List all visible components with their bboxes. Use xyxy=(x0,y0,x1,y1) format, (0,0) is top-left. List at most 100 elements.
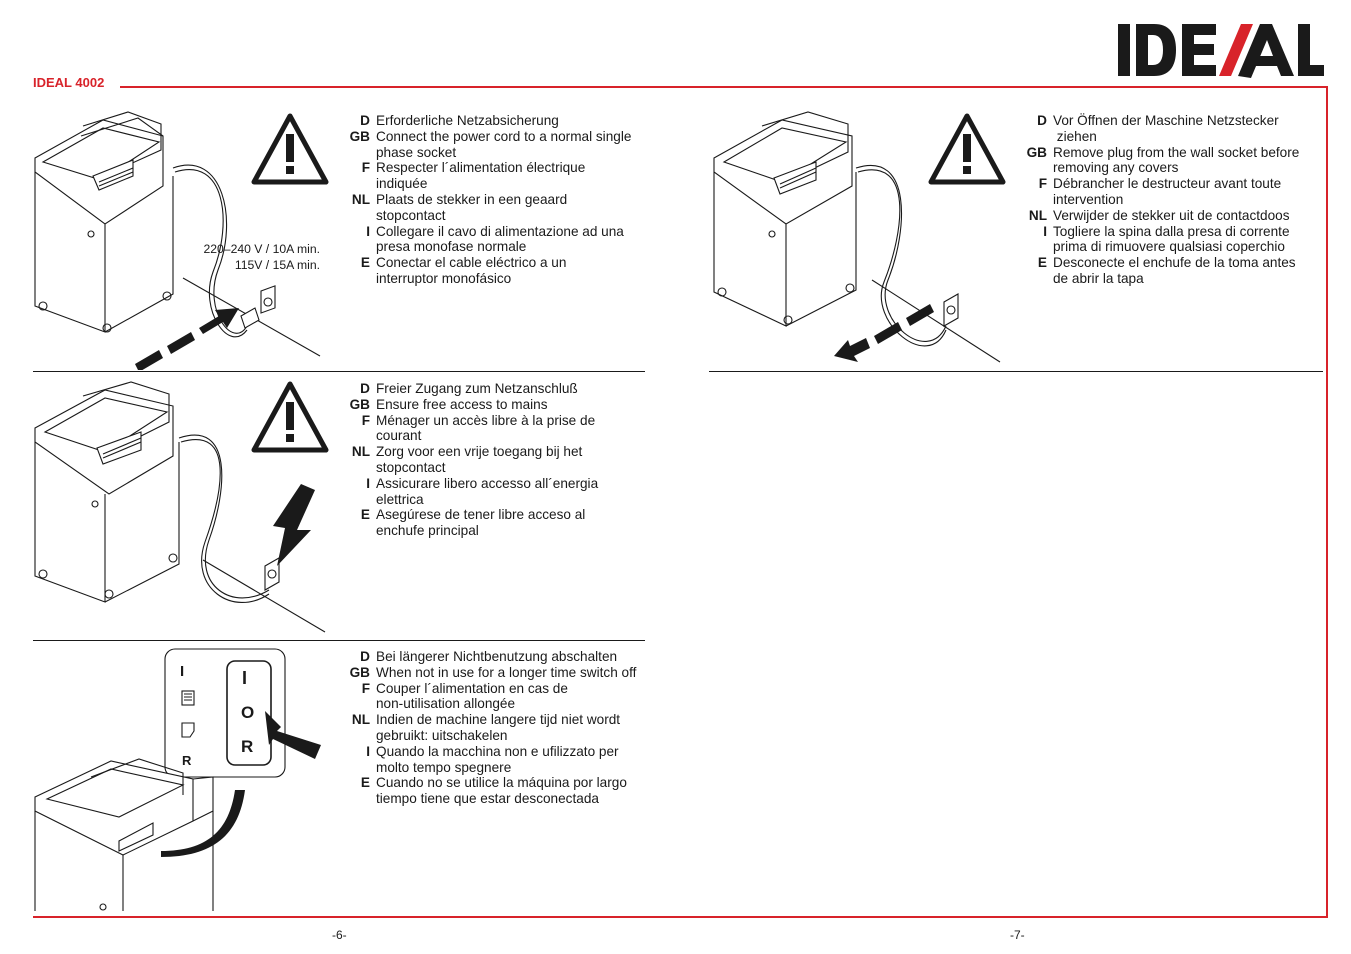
instruction-line: non-utilisation allongée xyxy=(348,696,636,712)
instruction-line: stopcontact xyxy=(348,460,598,476)
instruction-text: Quando la macchina non e ufilizzato per xyxy=(376,743,619,759)
instruction-line: I Quando la macchina non e ufilizzato per xyxy=(348,744,636,760)
instruction-line: D Vor Öffnen der Maschine Netzstecker xyxy=(1025,113,1299,129)
instruction-text: interruptor monofásico xyxy=(376,270,512,286)
instruction-text: Assicurare libero accesso all´energia xyxy=(376,475,599,491)
instruction-line: F Respecter l´alimentation électrique xyxy=(348,160,631,176)
instruction-text: Asegúrese de tener libre acceso al xyxy=(376,507,586,523)
instruction-text: removing any covers xyxy=(1053,160,1179,176)
language-code: E xyxy=(1037,255,1047,271)
instruction-text: Bei längerer Nichtbenutzung abschalten xyxy=(376,649,618,664)
instruction-line: intervention xyxy=(1025,192,1299,208)
instruction-text: Indien de machine langere tijd niet word… xyxy=(376,712,621,728)
language-code: D xyxy=(360,381,370,396)
language-code: D xyxy=(360,113,370,128)
instruction-line: stopcontact xyxy=(348,208,631,224)
language-code xyxy=(1025,129,1053,145)
instruction-line: prima di rimuovere qualsiasi coperchio xyxy=(1025,239,1299,255)
shredder-plug-in-illustration xyxy=(33,110,333,370)
right-frame-rule xyxy=(1326,86,1328,917)
language-code xyxy=(348,271,376,287)
instruction-line: D Erforderliche Netzabsicherung xyxy=(348,113,631,129)
header-rule xyxy=(120,86,1327,88)
language-code xyxy=(348,760,376,776)
voltage-line-2: 115V / 15A min. xyxy=(234,258,320,272)
language-code: D xyxy=(1037,113,1047,128)
language-code xyxy=(348,523,376,539)
instruction-text: Plaats de stekker in een geaard xyxy=(376,191,568,207)
instruction-line: courant xyxy=(348,428,598,444)
warning-icon-2 xyxy=(250,380,330,454)
instruction-text: Conectar el cable eléctrico a un xyxy=(376,255,567,271)
language-code: I xyxy=(366,223,370,239)
language-code: F xyxy=(361,160,370,176)
page-number-left: -6- xyxy=(332,928,347,942)
language-code xyxy=(1025,192,1053,208)
language-code xyxy=(348,208,376,224)
instruction-text: Erforderliche Netzabsicherung xyxy=(376,113,559,128)
instruction-line: E Asegúrese de tener libre acceso al xyxy=(348,507,598,523)
instruction-line: gebruikt: uitschakelen xyxy=(348,728,636,744)
language-code xyxy=(348,696,376,712)
language-code: I xyxy=(366,743,370,759)
instruction-line: molto tempo spegnere xyxy=(348,760,636,776)
instruction-text: Respecter l´alimentation électrique xyxy=(376,160,586,176)
instructions-unplug: D Vor Öffnen der Maschine Netzstecker zie… xyxy=(1025,113,1300,287)
instruction-line: enchufe principal xyxy=(348,523,598,539)
instruction-text: Freier Zugang zum Netzanschluß xyxy=(376,381,578,396)
instruction-line: elettrica xyxy=(348,492,598,508)
switch-label-left-r: R xyxy=(182,753,192,768)
language-code: GB xyxy=(349,664,370,680)
instruction-text: gebruikt: uitschakelen xyxy=(376,727,508,743)
warning-icon xyxy=(250,112,330,186)
instruction-text: elettrica xyxy=(376,491,424,507)
language-code: F xyxy=(1038,176,1047,192)
switch-position-i[interactable]: I xyxy=(242,668,248,688)
language-code: F xyxy=(361,412,370,428)
switch-position-r[interactable]: R xyxy=(241,737,254,756)
instruction-text: Zorg voor een vrije toegang bij het xyxy=(376,444,583,460)
instruction-line: presa monofase normale xyxy=(348,239,631,255)
instruction-line: E Cuando no se utilice la máquina por lar… xyxy=(348,775,636,791)
page-number-right: -7- xyxy=(1010,928,1025,942)
language-code: GB xyxy=(349,128,370,144)
instruction-text: de abrir la tapa xyxy=(1053,270,1144,286)
instruction-text: phase socket xyxy=(376,144,457,160)
language-code xyxy=(1025,271,1053,287)
instruction-line: F Débrancher le destructeur avant toute xyxy=(1025,176,1299,192)
instruction-text: Ensure free access to mains xyxy=(376,396,548,412)
language-code: E xyxy=(360,775,370,791)
language-code xyxy=(348,428,376,444)
language-code: E xyxy=(360,255,370,271)
switch-position-o[interactable]: O xyxy=(241,703,255,722)
ideal-logo xyxy=(1118,22,1324,78)
language-code: NL xyxy=(1028,207,1047,223)
instruction-text: Cuando no se utilice la máquina por larg… xyxy=(376,775,627,791)
language-code xyxy=(348,239,376,255)
instruction-text: Remove plug from the wall socket before xyxy=(1053,144,1300,160)
instruction-text: Débrancher le destructeur avant toute xyxy=(1053,176,1282,192)
language-code: GB xyxy=(1026,144,1047,160)
language-code: E xyxy=(360,507,370,523)
language-code: NL xyxy=(351,191,370,207)
language-code: NL xyxy=(351,444,370,460)
language-code xyxy=(348,728,376,744)
instruction-line: ziehen xyxy=(1025,129,1299,145)
instruction-text: intervention xyxy=(1053,191,1124,207)
instruction-line: GB Remove plug from the wall socket befor… xyxy=(1025,144,1300,161)
divider-right-1 xyxy=(709,371,1323,372)
instruction-text: Togliere la spina dalla presa di corrent… xyxy=(1053,223,1290,239)
language-code xyxy=(1025,160,1053,176)
instruction-text: Vor Öffnen der Maschine Netzstecker xyxy=(1053,113,1279,128)
warning-icon-3 xyxy=(927,112,1007,186)
instruction-line: tiempo tiene que estar desconectada xyxy=(348,791,636,807)
